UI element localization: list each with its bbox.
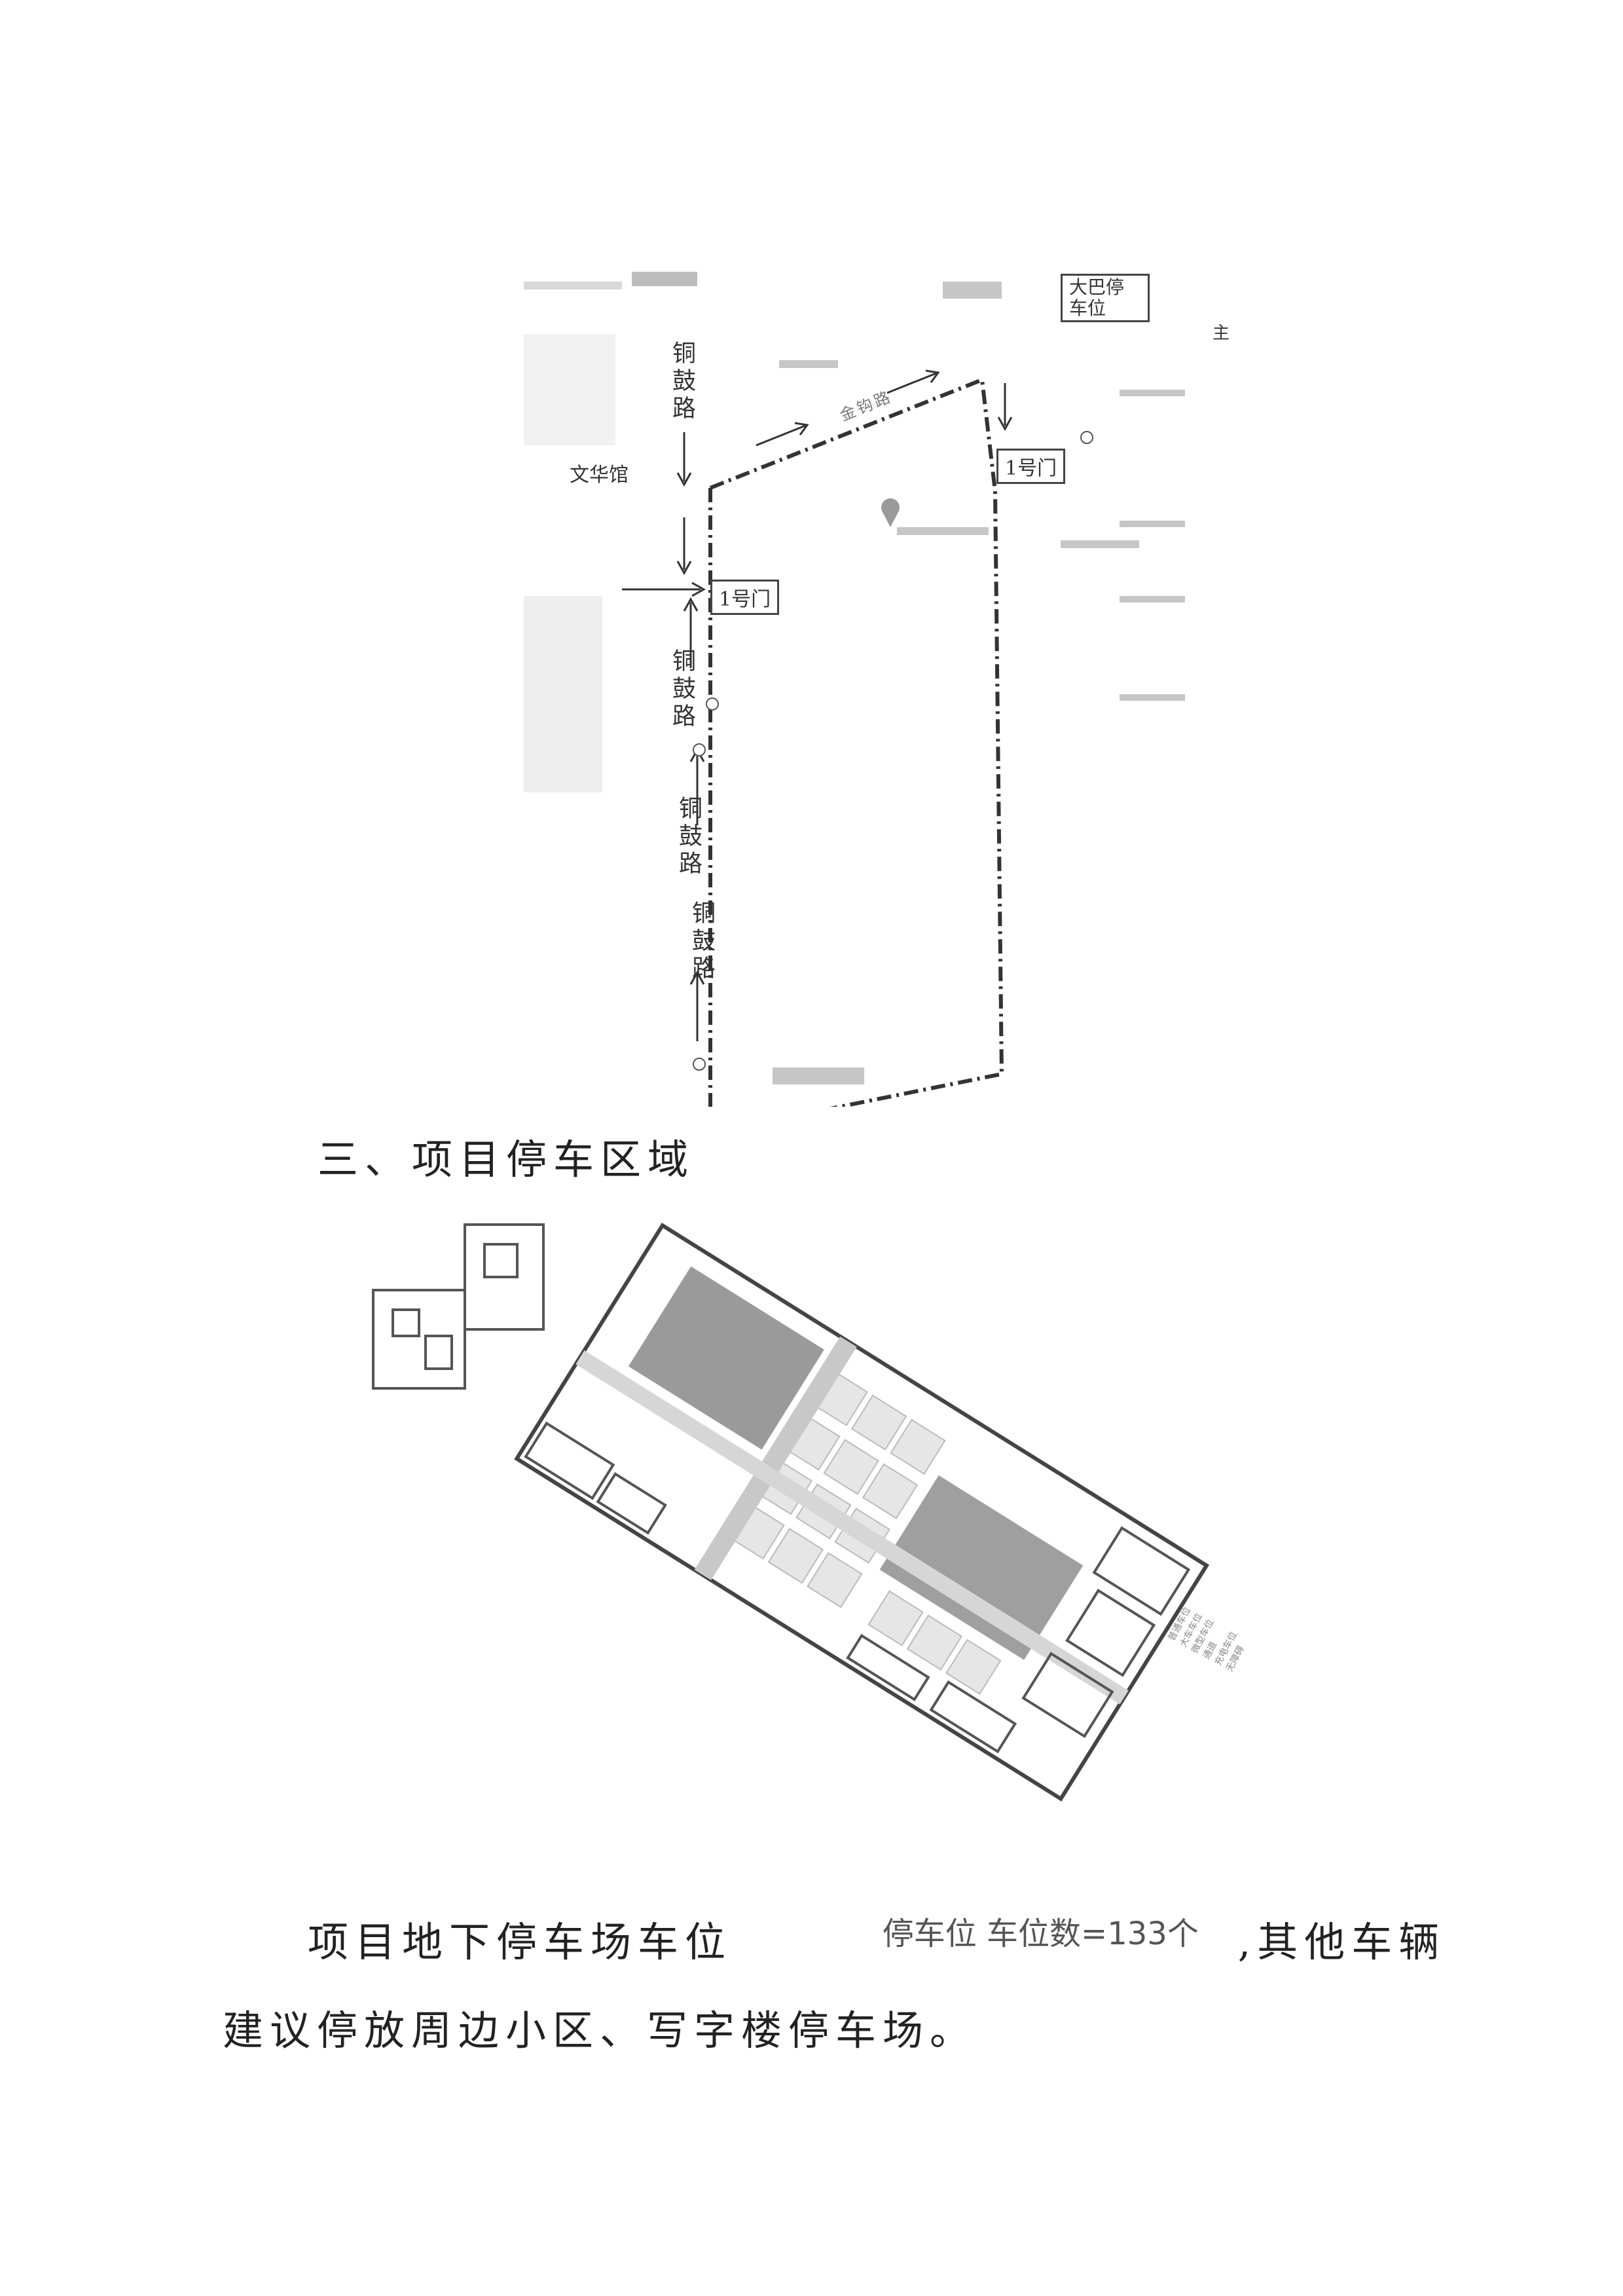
section-heading: 三、项目停车区域 [318, 1136, 695, 1183]
site-map: 铜鼓路 铜鼓路 铜鼓路 铜鼓路 金钩路 文华馆 1号门 1号门 大巴停车位 主 [524, 262, 1244, 1135]
paragraph-part1: 项目地下停车场车位 [308, 1918, 733, 1966]
faint-map-marks [773, 282, 1185, 1084]
road-label-tonggu-low1: 铜鼓路 [675, 796, 702, 878]
map-left-block-1 [524, 334, 615, 445]
paragraph-line-2: 建议停放周边小区、写字楼停车场。 [223, 2007, 977, 2054]
paragraph-line-1: 项目地下停车场车位 停车位 车位数=133个 ,其他车辆 [308, 1909, 1446, 1968]
road-label-tonggu-mid: 铜鼓路 [668, 648, 695, 731]
gate-label-west: 1号门 [710, 580, 780, 615]
traffic-arrows [622, 369, 1013, 1041]
paragraph-part2: ,其他车辆 [1237, 1918, 1446, 1966]
road-markers [693, 431, 1093, 1071]
site-map-drawing [524, 272, 1185, 1135]
location-pin-icon [881, 498, 900, 527]
bus-parking-label: 大巴停车位 [1061, 274, 1150, 322]
place-label-wenhua: 文华馆 [570, 464, 629, 487]
road-label-tonggu-low2: 铜鼓路 [688, 900, 715, 983]
map-top-bar [524, 282, 622, 289]
plan-footprint [514, 1223, 1210, 1802]
map-edge-glyph: 主 [1213, 324, 1230, 343]
parking-count-inline: 停车位 车位数=133个 [882, 1916, 1199, 1952]
parking-plan: 普通车位 大车车位 微型车位 通道 充电车位 无障碍 [354, 1212, 1309, 1860]
gate-label-east: 1号门 [996, 449, 1066, 484]
site-boundary [709, 377, 1004, 1135]
parking-plan-drawing [372, 1223, 1210, 1802]
plan-annex [372, 1223, 545, 1390]
map-top-block [632, 272, 697, 286]
road-label-tonggu-top: 铜鼓路 [668, 341, 695, 423]
map-left-block-2 [524, 596, 602, 792]
